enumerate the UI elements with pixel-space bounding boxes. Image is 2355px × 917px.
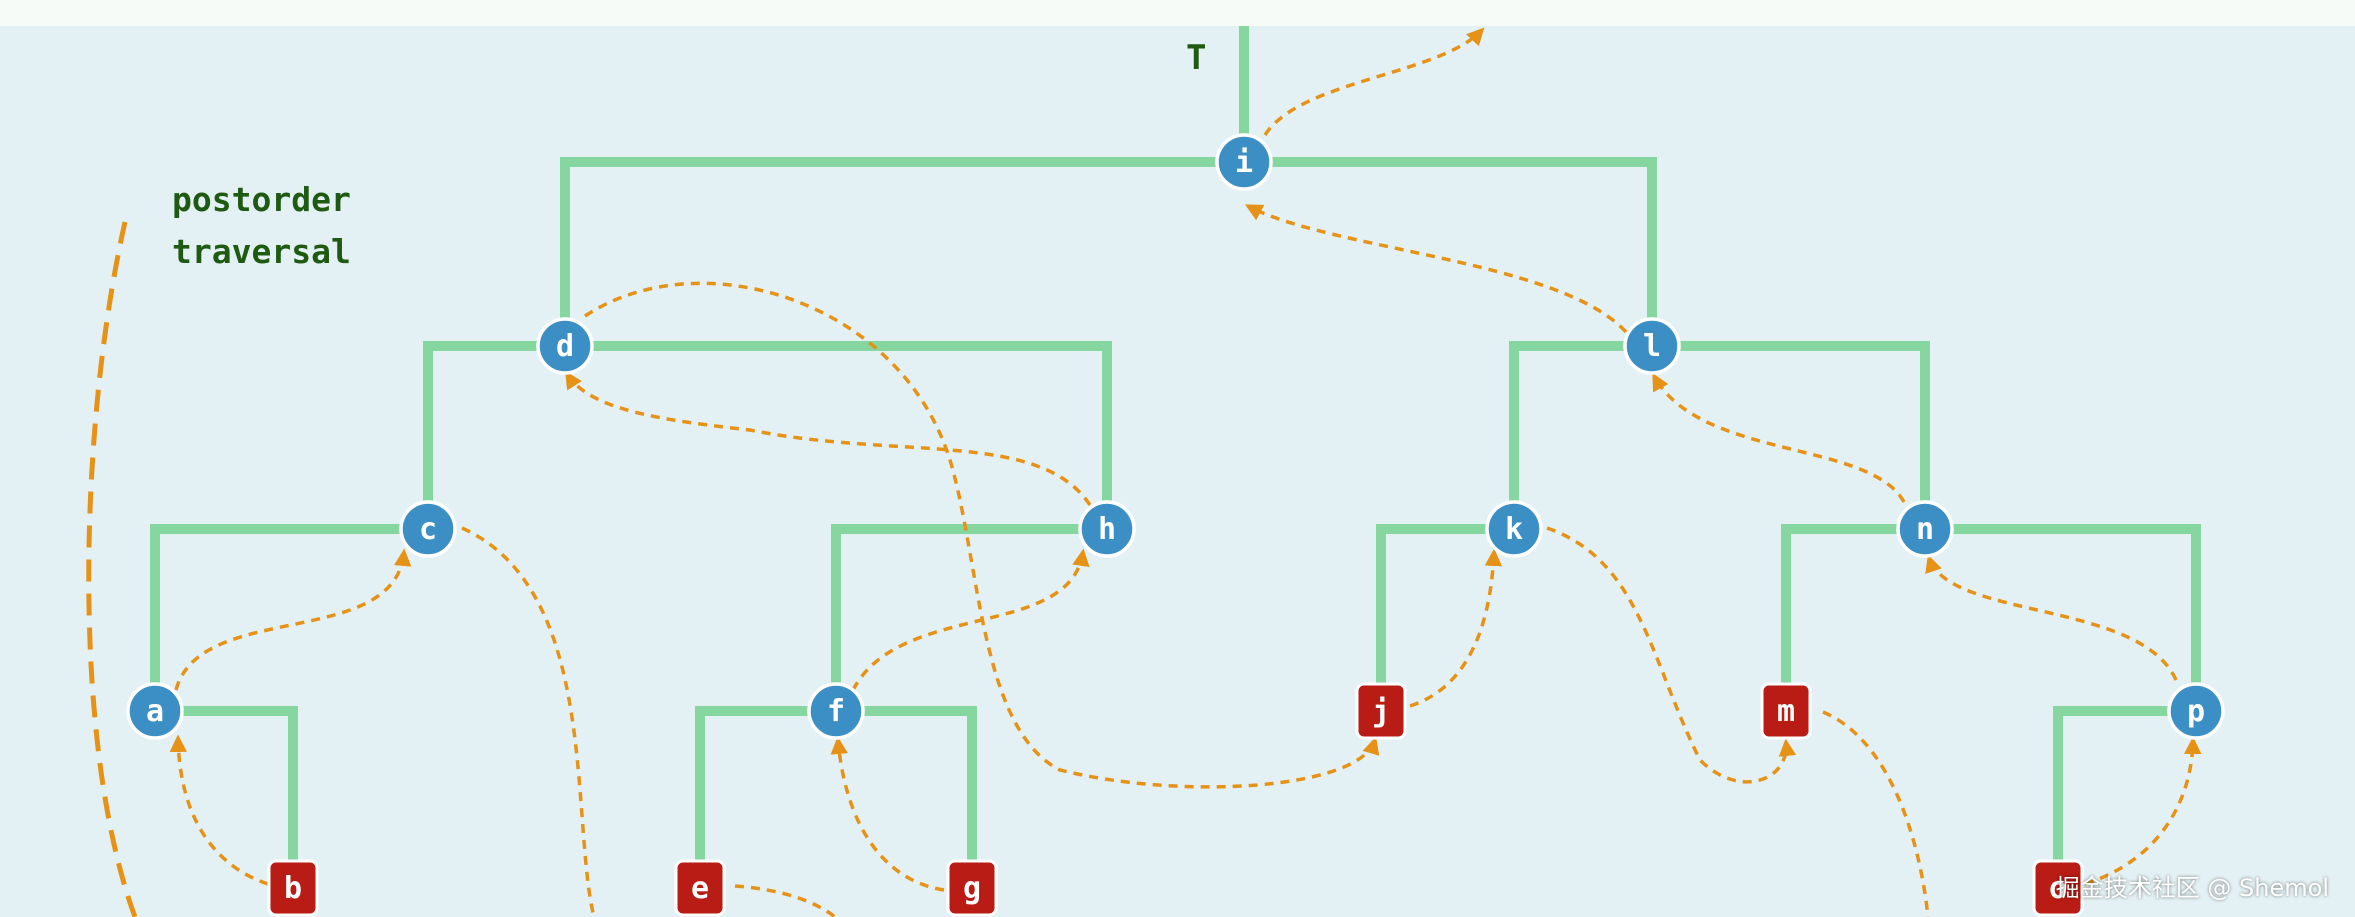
- internal-node-circle-i: [1215, 133, 1273, 191]
- node-label-g: g: [963, 871, 981, 906]
- node-label-d: d: [556, 329, 574, 364]
- internal-node-circle-l: [1623, 317, 1681, 375]
- edge-k-j: [1376, 524, 1514, 711]
- internal-node-circle-n: [1896, 500, 1954, 558]
- internal-node-circle-f: [807, 682, 865, 740]
- leaf-node-box-m: [1760, 682, 1812, 740]
- internal-node-circle-k: [1485, 500, 1543, 558]
- traversal-path-m-o: [1822, 710, 1930, 917]
- node-label-k: k: [1505, 512, 1523, 547]
- traversal-path-d-j: [584, 281, 1380, 789]
- leaf-node-box-o: [2032, 859, 2084, 917]
- edge-l-k: [1509, 341, 1652, 529]
- traversal-path-h-d: [565, 371, 1092, 506]
- edge-f-g: [836, 706, 977, 888]
- leaf-node-box-b: [267, 859, 319, 917]
- node-label-a: a: [146, 694, 164, 729]
- node-i: i: [1215, 133, 1273, 191]
- edge-c-a: [150, 524, 428, 711]
- node-label-e: e: [691, 871, 709, 906]
- node-l: l: [1623, 317, 1681, 375]
- node-label-c: c: [419, 512, 437, 547]
- node-k: k: [1485, 500, 1543, 558]
- node-label-l: l: [1643, 329, 1661, 364]
- leaf-node-box-g: [946, 859, 998, 917]
- traversal-path-c-e: [461, 526, 596, 917]
- diagram-caption: postorder traversal: [172, 174, 351, 278]
- edge-d-h: [565, 341, 1112, 529]
- node-label-n: n: [1916, 512, 1934, 547]
- traversal-path-a-c: [174, 548, 412, 691]
- internal-node-circle-d: [536, 317, 594, 375]
- node-e: e: [674, 859, 726, 917]
- traversal-path-e-edge: [734, 884, 837, 917]
- edge-i-l: [1244, 157, 1657, 346]
- traversal-path-n-l: [1652, 372, 1906, 503]
- traversal-path-i-exit: [1263, 27, 1485, 136]
- internal-node-circle-a: [126, 682, 184, 740]
- node-f: f: [807, 682, 865, 740]
- node-label-b: b: [284, 871, 302, 906]
- tree-nodes: i d l c h k n a f p b e g j m o: [126, 133, 2225, 917]
- edge-i-d: [560, 157, 1244, 346]
- node-o: o: [2032, 859, 2084, 917]
- edge-n-m: [1781, 524, 1925, 711]
- traversal-path-f-h: [851, 548, 1090, 691]
- edge-p-o: [2053, 706, 2196, 888]
- watermark: 掘金技术社区 @ Shemol: [2055, 874, 2329, 902]
- traversal-path-entry: [86, 221, 138, 917]
- node-label-p: p: [2187, 694, 2205, 729]
- node-d: d: [536, 317, 594, 375]
- edge-n-p: [1925, 524, 2201, 711]
- edge-f-e: [695, 706, 836, 888]
- tree-root-label: T: [1186, 38, 1207, 78]
- traversal-path-g-f: [830, 736, 945, 892]
- traversal-path-l-i: [1244, 204, 1628, 334]
- node-label-f: f: [827, 694, 845, 729]
- node-m: m: [1760, 682, 1812, 740]
- edge-a-b: [155, 706, 298, 888]
- caption-line-1: postorder: [172, 180, 351, 219]
- edge-h-f: [831, 524, 1107, 711]
- leaf-node-box-e: [674, 859, 726, 917]
- traversal-path-j-k: [1409, 548, 1503, 708]
- node-g: g: [946, 859, 998, 917]
- traversal-path-o-p: [2084, 736, 2202, 886]
- node-label-o: o: [2049, 871, 2067, 906]
- edge-l-n: [1652, 341, 1930, 529]
- edge-d-c: [423, 341, 565, 529]
- node-label-j: j: [1372, 694, 1390, 729]
- traversal-path-p-n: [1925, 554, 2178, 681]
- internal-node-circle-h: [1078, 500, 1136, 558]
- leaf-node-box-j: [1355, 682, 1407, 740]
- internal-node-circle-c: [399, 500, 457, 558]
- node-n: n: [1896, 500, 1954, 558]
- node-b: b: [267, 859, 319, 917]
- node-h: h: [1078, 500, 1136, 558]
- node-label-i: i: [1235, 145, 1253, 180]
- node-c: c: [399, 500, 457, 558]
- node-p: p: [2167, 682, 2225, 740]
- node-j: j: [1355, 682, 1407, 740]
- traversal-path-k-m: [1546, 526, 1797, 784]
- top-bar: [0, 0, 2355, 26]
- node-a: a: [126, 682, 184, 740]
- traversal-path-b-a: [169, 734, 269, 886]
- node-label-h: h: [1098, 512, 1116, 547]
- traversal-paths: [86, 27, 2202, 917]
- caption-line-2: traversal: [172, 232, 351, 271]
- internal-node-circle-p: [2167, 682, 2225, 740]
- tree-edges: [150, 26, 2201, 888]
- node-label-m: m: [1777, 694, 1795, 729]
